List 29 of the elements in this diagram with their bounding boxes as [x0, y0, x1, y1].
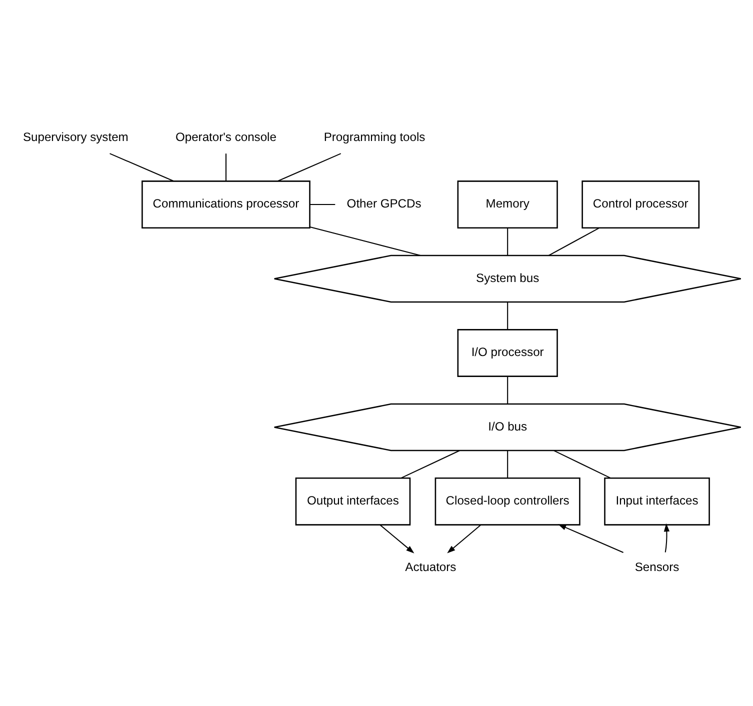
connector — [310, 226, 421, 256]
arrow — [447, 524, 482, 554]
node-text: Other GPCDs — [346, 196, 422, 211]
node-box: Communications processor — [142, 180, 310, 228]
node-text: Operator's console — [175, 130, 276, 144]
node-text: Supervisory system — [22, 130, 128, 144]
node-box: Input interfaces — [604, 478, 710, 526]
node-box: Control processor — [582, 180, 700, 228]
node-box: Memory — [457, 180, 558, 228]
node-text: Programming tools — [324, 130, 426, 144]
node-box: Output interfaces — [295, 478, 411, 526]
node-text: Actuators — [405, 560, 456, 574]
connector — [548, 227, 600, 256]
connector — [507, 228, 508, 256]
arrow — [664, 523, 670, 552]
node-box: Closed-loop controllers — [434, 478, 580, 526]
node-box: I/O processor — [457, 329, 558, 377]
connector — [554, 450, 611, 479]
node-text: Sensors — [634, 560, 680, 574]
connector — [225, 154, 226, 182]
connector — [507, 376, 508, 404]
connector — [277, 153, 342, 182]
connector — [507, 302, 508, 330]
connector — [507, 450, 508, 478]
arrow — [558, 524, 624, 553]
connector — [310, 204, 336, 206]
arrow — [380, 524, 414, 554]
connector — [110, 153, 174, 182]
connector — [400, 450, 460, 479]
